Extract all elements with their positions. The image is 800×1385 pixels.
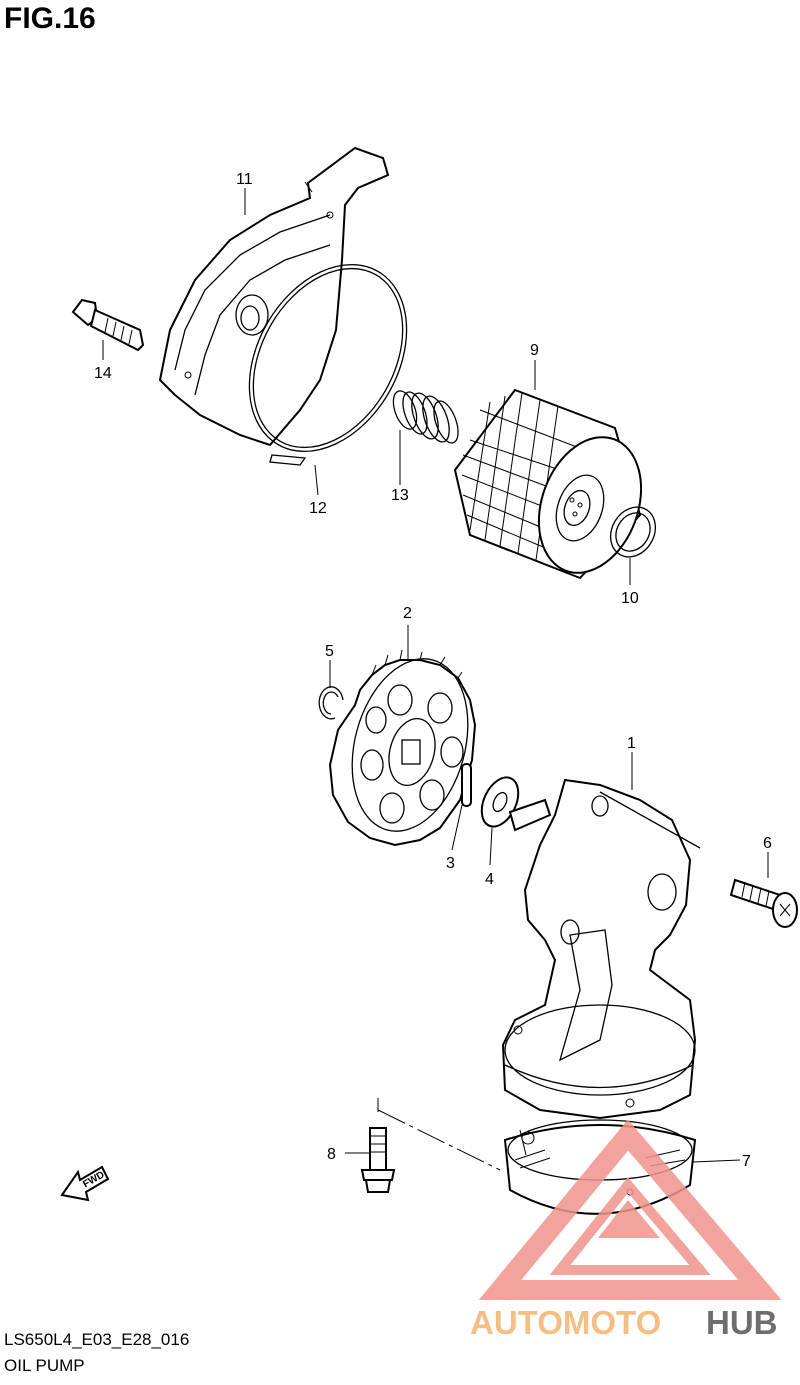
fwd-arrow-icon: FWD xyxy=(60,1165,110,1202)
watermark-text-part1: AUTOMOTO xyxy=(470,1304,661,1341)
part-6-bolt xyxy=(729,878,798,928)
callout-12: 12 xyxy=(309,500,327,517)
part-13-spring xyxy=(392,390,459,444)
part-5-circlip xyxy=(318,686,344,720)
part-4-washer xyxy=(480,776,520,828)
figure-title: FIG.16 xyxy=(4,2,96,35)
callout-8: 8 xyxy=(327,1146,336,1163)
part-3-pin xyxy=(461,763,472,807)
part-2-gear xyxy=(328,649,477,847)
callout-6: 6 xyxy=(763,835,772,852)
callout-10: 10 xyxy=(621,590,639,607)
diagram-code: LS650L4_E03_E28_016 xyxy=(4,1330,190,1349)
leader-lines xyxy=(102,188,769,1171)
callout-1: 1 xyxy=(627,735,636,752)
part-10-o-ring xyxy=(609,506,657,558)
part-1-oil-pump xyxy=(501,778,701,1120)
diagram-name: OIL PUMP xyxy=(4,1356,85,1375)
callout-7: 7 xyxy=(742,1153,751,1170)
part-9-oil-filter xyxy=(453,388,643,580)
callout-2: 2 xyxy=(403,605,412,622)
callout-14: 14 xyxy=(94,365,112,382)
part-14-bolt xyxy=(71,298,145,352)
callout-5: 5 xyxy=(325,643,334,660)
part-8-bolt xyxy=(360,1127,396,1193)
callout-13: 13 xyxy=(391,487,409,504)
callout-numbers: 1 2 3 4 5 6 7 8 9 10 11 12 13 14 xyxy=(94,171,772,1170)
part-12-gasket xyxy=(248,263,408,466)
part-11-cover xyxy=(158,146,390,447)
watermark-text-part2: HUB xyxy=(706,1304,778,1341)
callout-3: 3 xyxy=(446,855,455,872)
watermark-logo xyxy=(478,1119,782,1300)
callout-4: 4 xyxy=(485,871,494,888)
callout-9: 9 xyxy=(530,342,539,359)
callout-11: 11 xyxy=(236,171,253,188)
